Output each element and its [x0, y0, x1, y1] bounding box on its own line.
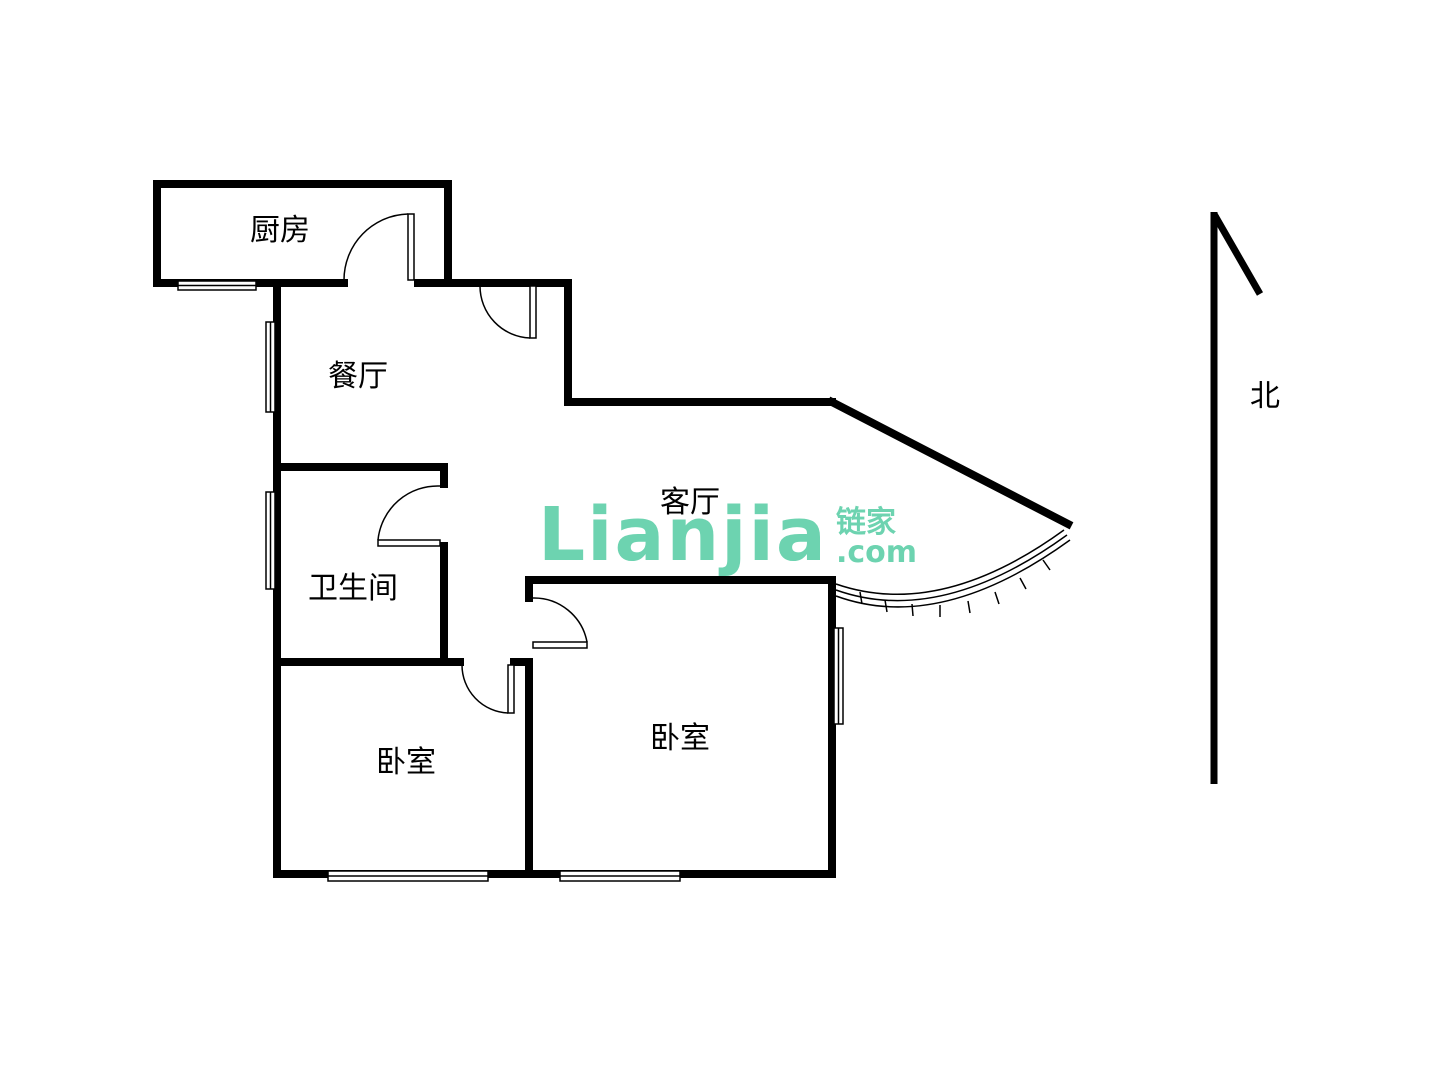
north-arrow-icon — [1210, 212, 1264, 784]
lianjia-watermark-logo: Lianjia 链家 .com — [538, 492, 917, 578]
left-outer-wall — [273, 279, 836, 878]
bedroom-left-label: 卧室 — [376, 745, 436, 780]
living-diagonal-wall — [826, 396, 1074, 530]
bathroom-label: 卫生间 — [308, 571, 398, 606]
dining-label: 餐厅 — [328, 359, 388, 394]
bedroom-left-door — [507, 664, 515, 714]
right-bedroom-top-wall — [525, 576, 836, 602]
kitchen-label: 厨房 — [250, 213, 310, 248]
watermark-cn: 链家 — [836, 505, 896, 540]
watermark-text: Lianjia — [538, 492, 828, 578]
balcony-curved-window — [835, 529, 1071, 617]
windows — [177, 280, 844, 882]
living-room-label: 客厅 — [660, 485, 720, 520]
room-labels: 厨房 餐厅 客厅 卫生间 卧室 卧室 — [250, 213, 720, 780]
doors — [343, 213, 588, 714]
kitchen-door — [407, 213, 415, 281]
closet-door — [529, 285, 537, 339]
bedroom-divider-wall — [510, 658, 533, 878]
dining-living-wall — [414, 279, 836, 406]
walls — [153, 180, 1074, 878]
watermark-domain: .com — [836, 535, 917, 570]
bathroom-wall — [273, 463, 448, 488]
bedroom-right-door — [532, 641, 588, 649]
bedroom-right-label: 卧室 — [650, 721, 710, 756]
bathroom-door — [377, 539, 441, 547]
north-label: 北 — [1250, 379, 1280, 414]
